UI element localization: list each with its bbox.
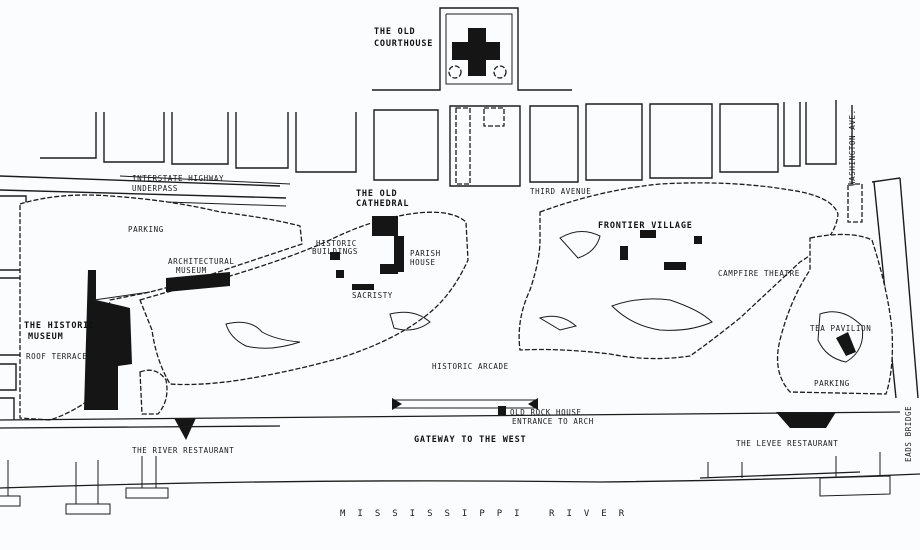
- tree-groves: [19, 107, 894, 421]
- label-eads-bridge: EADS BRIDGE: [904, 406, 913, 462]
- label-historic-arcade: HISTORIC ARCADE: [432, 362, 509, 371]
- label-parish-house-2: HOUSE: [410, 258, 436, 267]
- parish-house-building: [394, 236, 404, 272]
- label-gateway: GATEWAY TO THE WEST: [414, 435, 526, 445]
- label-roof-terrace: ROOF TERRACE: [26, 352, 87, 361]
- clearings: [225, 231, 864, 363]
- label-sacristy: SACRISTY: [352, 291, 393, 300]
- label-old-cathedral-2: CATHEDRAL: [356, 199, 409, 209]
- courthouse-block: [372, 7, 572, 91]
- label-old-cathedral-1: THE OLD: [356, 189, 397, 199]
- label-architectural-museum-1: ARCHITECTURAL: [168, 257, 235, 266]
- historic-building-3: [352, 284, 374, 290]
- label-historic-museum-2: MUSEUM: [28, 332, 64, 342]
- cathedral-building: [372, 216, 398, 236]
- frontier-village-building-1: [640, 230, 656, 238]
- label-interstate-2: UNDERPASS: [132, 184, 178, 193]
- sacristy-building: [380, 264, 398, 274]
- label-campfire-theatre: CAMPFIRE THEATRE: [718, 269, 800, 278]
- label-entrance-to-arch: ENTRANCE TO ARCH: [512, 417, 594, 426]
- frontier-village-building-4: [694, 236, 702, 244]
- label-parking-left: PARKING: [128, 225, 164, 234]
- label-washington-ave: WASHINGTON AVE.: [848, 109, 857, 186]
- label-frontier-village: FRONTIER VILLAGE: [598, 221, 693, 231]
- label-historic-buildings-2: BUILDINGS: [312, 247, 358, 256]
- tea-pavilion-building: [836, 332, 856, 356]
- label-architectural-museum-2: MUSEUM: [176, 266, 207, 275]
- label-levee-restaurant: THE LEVEE RESTAURANT: [736, 439, 838, 448]
- label-interstate-1: INTERSTATE HIGHWAY: [132, 174, 224, 183]
- riverfront: [0, 411, 920, 515]
- label-third-avenue: THIRD AVENUE: [530, 187, 591, 196]
- levee-restaurant-building: [776, 412, 836, 428]
- historic-building-1: [330, 252, 340, 260]
- frontier-village-building-2: [620, 246, 628, 260]
- label-tea-pavilion: TEA PAVILION: [810, 324, 871, 333]
- buildings: [84, 216, 856, 440]
- river-restaurant-building: [174, 418, 196, 440]
- historic-building-2: [336, 270, 344, 278]
- label-historic-buildings-1: HISTORIC: [316, 239, 357, 248]
- label-old-courthouse-2: COURTHOUSE: [374, 39, 433, 49]
- map-labels: THE OLD COURTHOUSE INTERSTATE HIGHWAY UN…: [24, 27, 913, 519]
- label-parish-house-1: PARISH: [410, 249, 441, 258]
- frontier-village-building-3: [664, 262, 686, 270]
- architectural-museum-building: [166, 272, 230, 292]
- label-mississippi-river: MISSISSIPPI RIVER: [340, 509, 636, 519]
- arch-entrance: [392, 398, 538, 410]
- historic-museum-building: [84, 270, 132, 410]
- label-parking-right: PARKING: [814, 379, 850, 388]
- courthouse-building: [452, 28, 500, 76]
- label-historic-museum-1: THE HISTORIC: [24, 321, 95, 331]
- label-old-rock-house: OLD ROCK HOUSE: [510, 408, 582, 417]
- label-river-restaurant: THE RIVER RESTAURANT: [132, 446, 234, 455]
- label-old-courthouse-1: THE OLD: [374, 27, 415, 37]
